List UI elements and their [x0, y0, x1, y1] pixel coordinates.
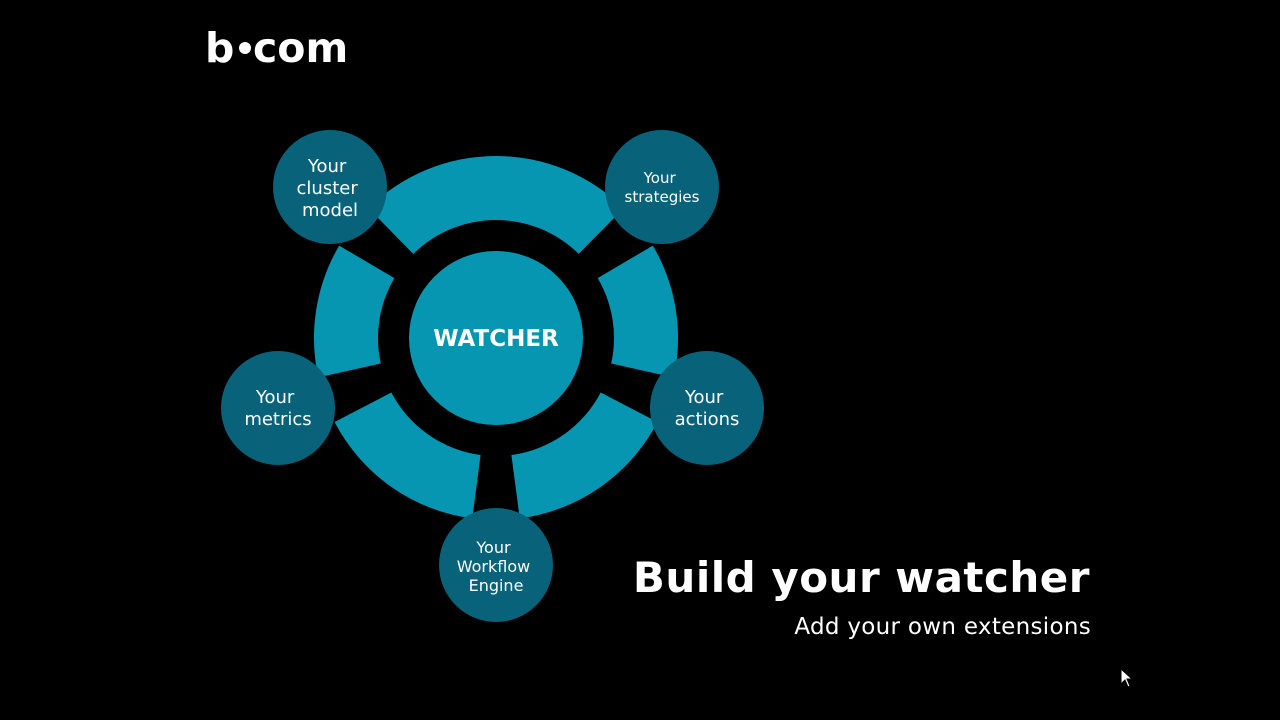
ring-segment — [313, 245, 395, 378]
node-label: Your metrics — [244, 387, 311, 430]
watcher-hub — [409, 251, 583, 425]
watcher-diagram: WATCHER Your cluster model Your strategi… — [221, 130, 764, 622]
node-metrics: Your metrics — [221, 351, 335, 465]
mouse-pointer-icon — [1120, 668, 1134, 688]
node-label: Your cluster model — [297, 156, 364, 221]
node-label: Your Workflow Engine — [457, 538, 536, 595]
node-circle — [605, 130, 719, 244]
node-strategies: Your strategies — [605, 130, 719, 244]
bcom-logo: b com — [205, 26, 345, 70]
ring-segments — [313, 155, 679, 519]
headline: Build your watcher — [632, 553, 1090, 602]
node-circle — [221, 351, 335, 465]
node-cluster-model: Your cluster model — [273, 130, 387, 244]
ring-segment — [511, 392, 658, 519]
logo-letter-b: b — [205, 26, 234, 70]
node-circle — [439, 508, 553, 622]
node-circle — [650, 351, 764, 465]
node-label: Your actions — [675, 387, 740, 430]
ring-segment — [334, 392, 481, 519]
node-workflow-engine: Your Workflow Engine — [439, 508, 553, 622]
node-circle — [273, 130, 387, 244]
logo-dot — [239, 42, 251, 54]
logo-word-com: com — [253, 26, 345, 70]
watcher-hub-label: WATCHER — [433, 326, 559, 352]
ring-segment — [597, 245, 679, 378]
subheadline: Add your own extensions — [794, 614, 1091, 640]
ring-segment — [368, 155, 624, 254]
node-label: Your strategies — [625, 169, 700, 206]
node-actions: Your actions — [650, 351, 764, 465]
